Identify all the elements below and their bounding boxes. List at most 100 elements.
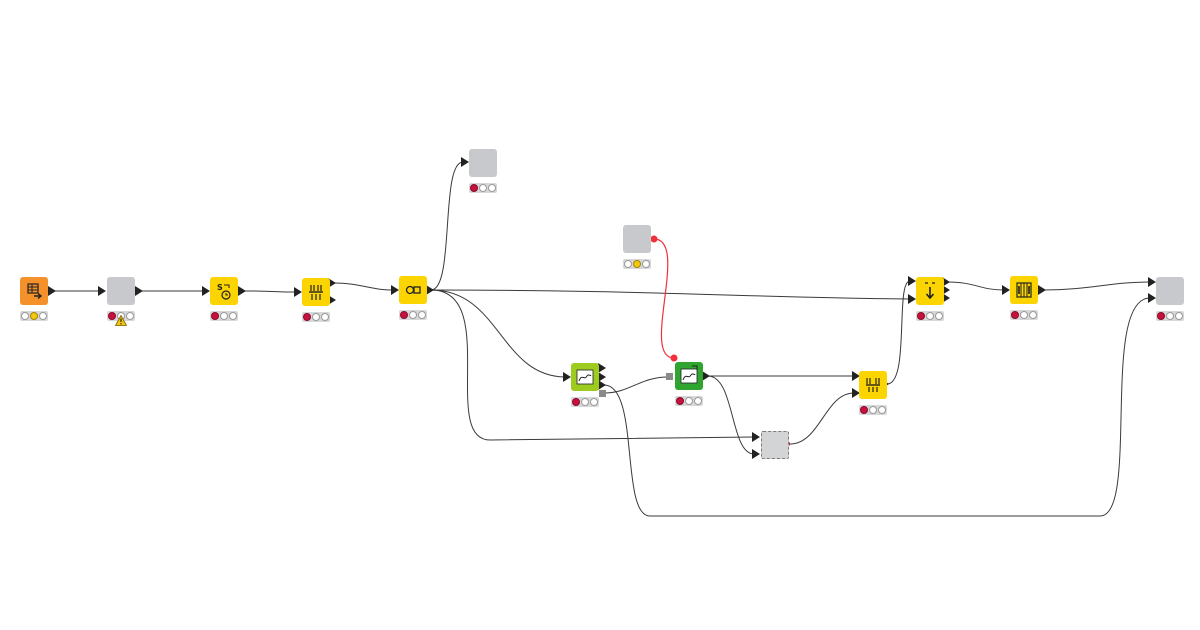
output-port[interactable]: [48, 286, 56, 296]
missing-node[interactable]: [623, 225, 651, 253]
connection[interactable]: [430, 289, 566, 378]
output-port[interactable]: [1038, 285, 1046, 295]
input-port[interactable]: [98, 286, 106, 296]
manipulator-node[interactable]: [302, 278, 330, 306]
connection[interactable]: [333, 282, 394, 291]
connection[interactable]: [707, 375, 755, 455]
manipulator-node[interactable]: [916, 277, 944, 305]
status-light-inactive: [581, 398, 589, 406]
node-status-traffic-light: [623, 259, 651, 269]
input-port[interactable]: [294, 287, 302, 297]
node-status-traffic-light: [20, 311, 48, 321]
input-port[interactable]: [563, 372, 571, 382]
node-status-traffic-light: [302, 312, 330, 322]
status-light-red: [400, 311, 408, 319]
status-light-inactive: [418, 311, 426, 319]
status-light-red: [470, 184, 478, 192]
predictor-node[interactable]: [675, 362, 703, 390]
input-port[interactable]: [461, 157, 469, 167]
output-port[interactable]: [942, 293, 950, 303]
status-light-red: [917, 312, 925, 320]
node-status-traffic-light: [469, 183, 497, 193]
status-light-yellow: [633, 260, 641, 268]
manipulator-node[interactable]: [1010, 276, 1038, 304]
status-light-inactive: [685, 397, 693, 405]
source-node[interactable]: [20, 277, 48, 305]
status-light-red: [108, 312, 116, 320]
status-light-red: [303, 313, 311, 321]
status-light-inactive: [39, 312, 47, 320]
connection[interactable]: [1043, 281, 1151, 291]
output-port[interactable]: [328, 278, 336, 288]
connection[interactable]: [603, 376, 669, 394]
missing-node[interactable]: [1156, 277, 1184, 305]
status-light-red: [1157, 312, 1165, 320]
status-light-red: [211, 312, 219, 320]
output-port[interactable]: [238, 286, 246, 296]
column-filter-icon: [405, 285, 421, 295]
missing-node[interactable]: [469, 149, 497, 177]
output-port[interactable]: [942, 285, 950, 295]
warning-icon[interactable]: [115, 315, 127, 326]
input-port[interactable]: [752, 449, 760, 459]
model-input-port[interactable]: [666, 373, 673, 380]
output-port[interactable]: [598, 363, 606, 373]
manipulator-node[interactable]: [859, 371, 887, 399]
status-light-inactive: [878, 406, 886, 414]
status-light-inactive: [220, 312, 228, 320]
status-light-inactive: [642, 260, 650, 268]
connection[interactable]: [430, 289, 911, 300]
input-port[interactable]: [1002, 285, 1010, 295]
connection[interactable]: [244, 290, 296, 293]
input-port[interactable]: [391, 285, 399, 295]
manipulator-node[interactable]: S: [210, 277, 238, 305]
input-port[interactable]: [752, 432, 760, 442]
output-port[interactable]: [598, 380, 606, 390]
manipulator-node[interactable]: [399, 276, 427, 304]
node-status-traffic-light: [1010, 310, 1038, 320]
row-splitter-icon: [309, 285, 323, 300]
status-light-inactive: [409, 311, 417, 319]
model-output-port[interactable]: [599, 390, 606, 397]
status-light-inactive: [126, 312, 134, 320]
status-light-yellow: [30, 312, 38, 320]
status-light-inactive: [926, 312, 934, 320]
column-resorter-icon: [1016, 282, 1032, 298]
connection[interactable]: [603, 297, 1151, 517]
status-light-inactive: [321, 313, 329, 321]
flow-variable-output-port[interactable]: [650, 235, 658, 243]
flow-variable-input-port[interactable]: [670, 354, 678, 362]
missing-node[interactable]: [107, 277, 135, 305]
output-port[interactable]: [702, 371, 710, 381]
flow-variable-connection[interactable]: [653, 238, 675, 359]
node-status-traffic-light: [1156, 311, 1184, 321]
connection[interactable]: [430, 289, 755, 441]
input-port[interactable]: [852, 388, 860, 398]
input-port[interactable]: [908, 276, 916, 286]
connection[interactable]: [947, 281, 1005, 291]
status-light-red: [1011, 311, 1019, 319]
input-port[interactable]: [1148, 277, 1156, 287]
input-port[interactable]: [908, 294, 916, 304]
output-port[interactable]: [135, 286, 143, 296]
output-port[interactable]: [598, 372, 606, 382]
output-port[interactable]: [942, 277, 950, 287]
connection[interactable]: [430, 161, 464, 291]
output-port[interactable]: [426, 285, 434, 295]
connection[interactable]: [789, 392, 855, 445]
status-light-inactive: [488, 184, 496, 192]
output-port[interactable]: [328, 295, 336, 305]
metanode[interactable]: [761, 431, 789, 459]
input-port[interactable]: [202, 286, 210, 296]
input-port[interactable]: [852, 371, 860, 381]
connection[interactable]: [886, 280, 911, 385]
node-status-traffic-light: [675, 396, 703, 406]
ports-layer: [48, 157, 1156, 459]
connections-layer: [54, 161, 1151, 517]
status-light-red: [860, 406, 868, 414]
status-light-inactive: [590, 398, 598, 406]
input-port[interactable]: [1148, 293, 1156, 303]
learner-node[interactable]: [571, 363, 599, 391]
svg-text:S: S: [217, 283, 223, 292]
